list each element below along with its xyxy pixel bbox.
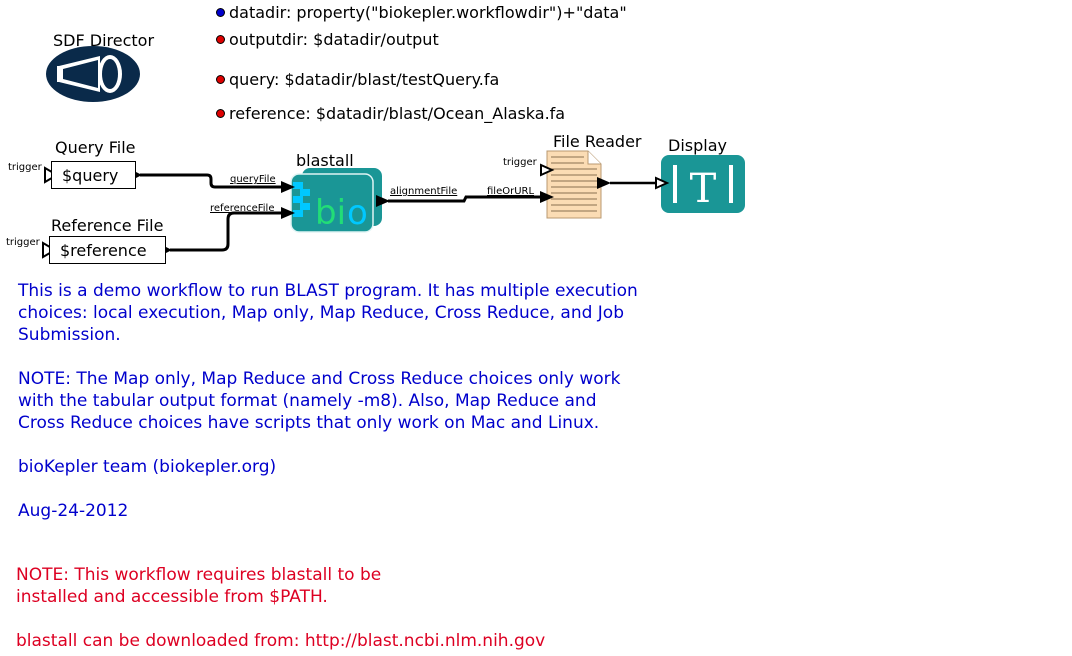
parameter-reference[interactable]: reference: $datadir/blast/Ocean_Alaska.f… xyxy=(216,104,565,123)
alignmentfile-port-label: alignmentFile xyxy=(390,186,458,197)
file-reader-trigger-port[interactable] xyxy=(540,163,555,177)
parameter-text: outputdir: $datadir/output xyxy=(229,30,439,49)
queryfile-port-label: queryFile xyxy=(230,174,276,185)
wire-reference-to-blastall[interactable] xyxy=(170,211,284,252)
reference-trigger-label: trigger xyxy=(6,237,40,248)
display-input-port[interactable] xyxy=(655,176,670,190)
blastall-alignmentfile-port[interactable] xyxy=(376,195,390,207)
reference-file-value: $reference xyxy=(60,240,147,260)
file-reader-fileorurl-port[interactable] xyxy=(540,191,554,203)
svg-text:bi: bi xyxy=(315,193,346,233)
description-annotation[interactable]: This is a demo workflow to run BLAST pro… xyxy=(18,281,638,521)
fileorurl-port-label: fileOrURL xyxy=(487,186,535,197)
wire-blastall-to-filereader[interactable] xyxy=(388,195,540,203)
display-title: Display xyxy=(668,136,727,155)
parameter-dot-icon xyxy=(216,8,225,17)
parameter-text: reference: $datadir/blast/Ocean_Alaska.f… xyxy=(229,104,566,123)
blastall-title: blastall xyxy=(296,151,354,170)
blastall-icon[interactable]: bi o xyxy=(290,168,382,233)
requirement-annotation[interactable]: NOTE: This workflow requires blastall to… xyxy=(16,565,546,651)
reference-file-title: Reference File xyxy=(51,216,164,235)
referencefile-port-label: referenceFile xyxy=(210,203,275,214)
parameter-dot-icon xyxy=(216,75,225,84)
director-label: SDF Director xyxy=(53,31,155,50)
display-icon[interactable]: T xyxy=(661,155,745,213)
parameter-dot-icon xyxy=(216,35,225,44)
file-reader-trigger-label: trigger xyxy=(503,157,537,168)
parameter-outputdir[interactable]: outputdir: $datadir/output xyxy=(216,30,439,49)
parameter-text: datadir: property("biokepler.workflowdir… xyxy=(229,3,627,22)
blastall-referencefile-port[interactable] xyxy=(281,207,295,219)
parameter-text: query: $datadir/blast/testQuery.fa xyxy=(229,70,500,89)
parameter-dot-icon xyxy=(216,109,225,118)
parameter-datadir[interactable]: datadir: property("biokepler.workflowdir… xyxy=(216,3,627,22)
file-reader-output-port[interactable] xyxy=(597,177,611,189)
file-reader-title: File Reader xyxy=(553,132,642,151)
parameter-query[interactable]: query: $datadir/blast/testQuery.fa xyxy=(216,70,499,89)
blastall-queryfile-port[interactable] xyxy=(281,181,295,193)
query-file-value: $query xyxy=(62,165,119,185)
query-file-title: Query File xyxy=(55,138,136,157)
query-file-actor[interactable]: $query xyxy=(51,161,136,189)
wire-query-to-blastall[interactable] xyxy=(140,173,284,189)
svg-text:T: T xyxy=(690,166,717,212)
query-trigger-label: trigger xyxy=(8,162,42,173)
svg-text:o: o xyxy=(347,193,368,233)
reference-file-actor[interactable]: $reference xyxy=(49,236,166,264)
file-reader-icon[interactable] xyxy=(546,150,602,219)
sdf-director-icon[interactable] xyxy=(46,46,140,102)
